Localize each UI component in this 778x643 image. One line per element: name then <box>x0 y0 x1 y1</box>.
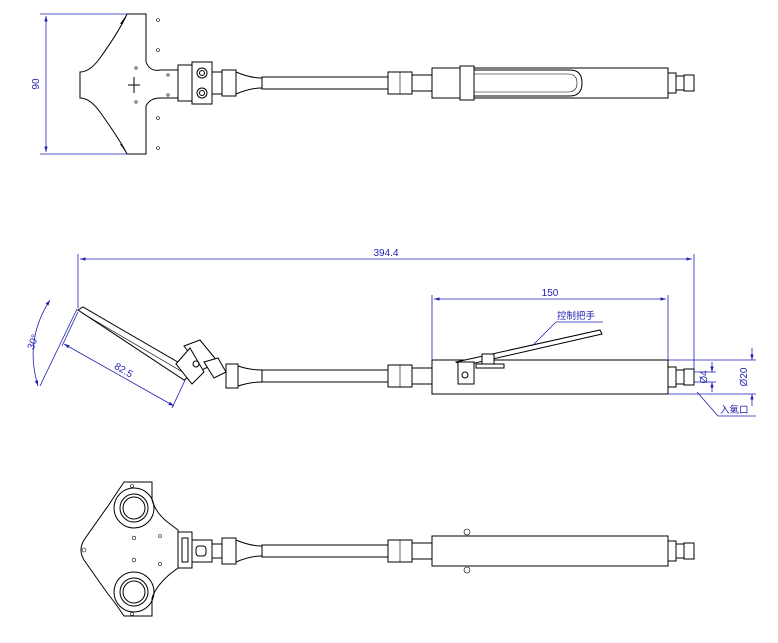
side-rod <box>261 369 389 383</box>
bottom-view <box>80 481 695 617</box>
bottom-fitting <box>675 543 685 559</box>
bolt-head <box>196 87 208 99</box>
side-bracket <box>175 347 205 385</box>
pad-corner-mark <box>120 14 127 24</box>
suction-cup <box>122 580 146 604</box>
top-lever-pivot <box>459 65 475 101</box>
side-taper <box>237 365 263 371</box>
mount-hole <box>81 547 87 553</box>
bottom-fitting <box>667 540 677 562</box>
side-fitting <box>667 366 677 388</box>
side-view: 394.4 150 控制把手 30° 82.5 Ø4 Ø20 <box>26 248 756 417</box>
bottom-bracket-plate <box>181 537 189 563</box>
mount-hole <box>156 116 160 120</box>
bolt-head <box>196 67 208 79</box>
bottom-taper <box>235 555 263 563</box>
top-fitting <box>683 74 695 92</box>
bottom-collar <box>221 537 237 565</box>
bottom-connector <box>211 543 223 559</box>
dim-height-label: 90 <box>31 78 42 90</box>
side-lever-mount <box>457 361 475 385</box>
top-connector <box>211 71 223 95</box>
mount-hole <box>166 93 170 97</box>
dim-angle-arc <box>32 299 51 387</box>
side-fitting <box>675 369 685 385</box>
mount-hole <box>156 146 160 150</box>
mount-hole <box>131 535 137 541</box>
bottom-ball-joint <box>195 545 207 557</box>
mount-hole <box>131 557 137 563</box>
bottom-fitting <box>683 542 695 560</box>
suction-cup <box>119 493 149 523</box>
screw <box>463 528 471 536</box>
mount-hole <box>166 73 170 77</box>
suction-cup <box>113 487 155 529</box>
bottom-rod-end <box>411 542 433 560</box>
control-handle-label: 控制把手 <box>557 310 596 322</box>
mount-hole <box>134 66 138 70</box>
top-collar <box>221 69 237 97</box>
side-collar <box>225 363 239 389</box>
dim-extension <box>61 311 79 347</box>
bottom-rod <box>261 544 389 558</box>
dim-extension <box>171 377 187 409</box>
bottom-suction-pad <box>80 481 179 617</box>
mount-hole <box>130 612 134 616</box>
suction-cup <box>119 577 149 607</box>
top-fitting <box>667 72 677 94</box>
top-view: 90 <box>31 13 695 155</box>
mount-hole <box>156 18 160 22</box>
bottom-taper <box>235 539 263 547</box>
side-rod-end <box>411 367 433 385</box>
dim-pad-line <box>63 343 175 407</box>
side-valve-base <box>475 363 505 369</box>
dim-overall-label: 394.4 <box>373 248 398 259</box>
bolt-head <box>199 90 205 96</box>
mount-hole <box>134 100 138 104</box>
mount-hole <box>130 484 134 488</box>
top-rod-end <box>411 74 433 92</box>
leader-line <box>531 321 557 347</box>
bottom-handle-body <box>431 535 669 567</box>
top-bracket <box>177 64 193 102</box>
dim-angle-label: 30° <box>26 333 42 351</box>
leader-line <box>696 391 719 417</box>
top-taper <box>235 71 263 79</box>
bolt-head <box>199 70 205 76</box>
lever-pivot <box>461 371 469 379</box>
side-ball-joint <box>203 357 227 379</box>
dim-body-label: Ø20 <box>739 367 750 386</box>
screw <box>463 566 471 574</box>
dim-inlet-label: Ø4 <box>699 370 710 384</box>
top-lever-slot <box>474 69 583 97</box>
mount-hole <box>158 562 162 566</box>
top-fitting <box>675 75 685 91</box>
pad-corner-mark <box>120 144 127 154</box>
top-suction-pad <box>79 13 179 155</box>
pad-inner-line <box>81 312 187 375</box>
pivot-pin <box>192 360 200 368</box>
suction-cup <box>113 571 155 613</box>
mount-hole <box>156 48 160 52</box>
air-inlet-label: 入氣口 <box>720 404 749 416</box>
dim-extension <box>39 308 78 387</box>
suction-cup <box>122 496 146 520</box>
mount-hole <box>158 534 162 538</box>
top-rod <box>261 76 389 90</box>
top-taper <box>235 87 263 95</box>
side-fitting <box>683 368 695 386</box>
dim-handle-label: 150 <box>542 288 559 299</box>
top-lever-slot-inner <box>474 73 578 93</box>
side-valve-button <box>481 353 495 365</box>
side-taper <box>237 381 263 387</box>
